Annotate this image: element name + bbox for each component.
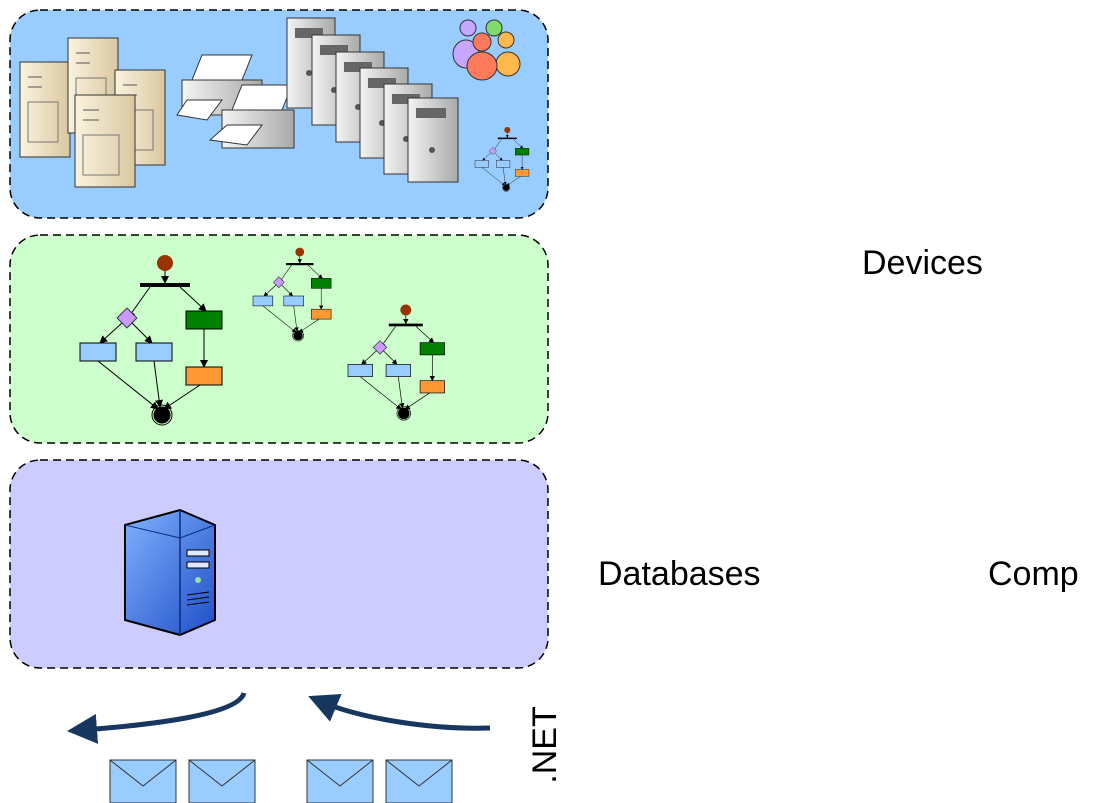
workflow-diagram-icon [347,304,445,421]
database-layer-box [9,459,549,669]
users-group-icon [452,19,521,81]
envelope-icon [385,759,453,803]
outgoing-arrow [67,691,247,744]
database-server-icon [124,508,216,637]
workflow-diagram-icon [79,255,223,426]
printer-icon [176,54,263,121]
server-tower-icon [74,94,136,188]
comp-label: Comp [988,555,1079,593]
envelope-icon [109,759,177,803]
envelope-icon [188,759,256,803]
databases-label: Databases [598,555,761,593]
workflow-layer-box [9,234,549,444]
server-tower-icon [407,97,459,183]
devices-label: Devices [862,244,983,282]
dotnet-label: .NET [526,706,564,784]
workflow-diagram-icon [252,247,332,342]
printer-icon [208,84,295,149]
server-tower-icon [19,61,71,158]
workflow-diagram-icon [474,126,530,192]
envelope-icon [306,759,374,803]
incoming-arrow [308,693,491,731]
